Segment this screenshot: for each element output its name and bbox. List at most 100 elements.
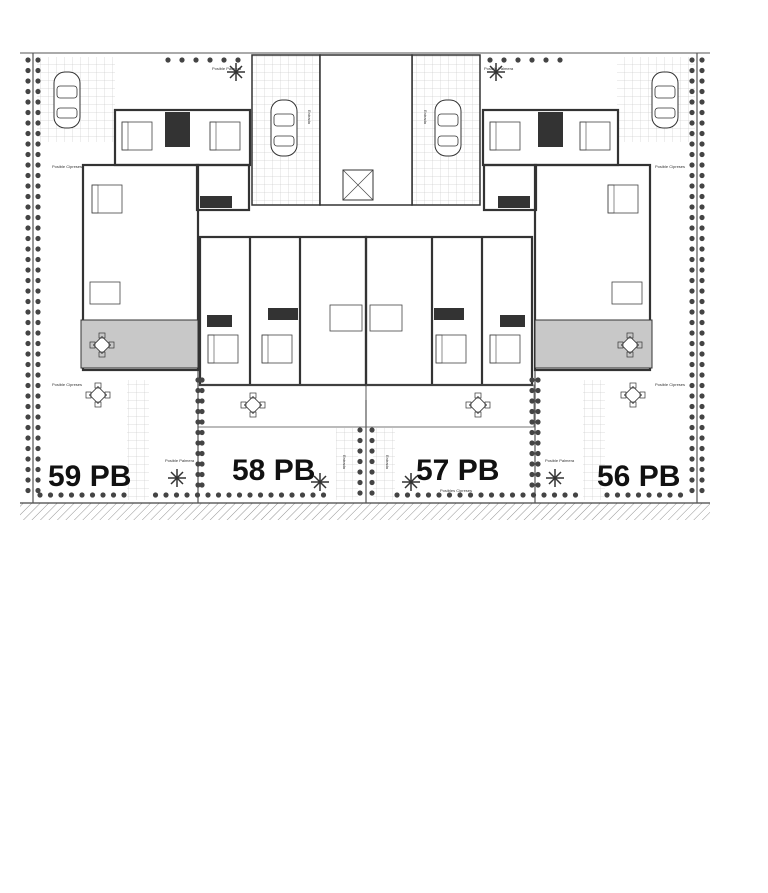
tree-dot	[25, 277, 31, 284]
tree-dot	[193, 57, 199, 63]
tree-dot	[487, 57, 493, 63]
bed-icon	[121, 121, 153, 151]
tree-dot	[667, 492, 673, 498]
annotation-palm: Posible Palmera	[212, 66, 242, 71]
tree-dot	[25, 193, 31, 200]
tree-dot	[699, 99, 705, 105]
tree-dot	[520, 492, 526, 498]
tree-dot	[699, 120, 705, 126]
tree-dot	[35, 120, 41, 126]
tree-dot	[436, 492, 442, 498]
tree-dot	[35, 172, 41, 179]
tree-dot	[689, 246, 695, 252]
tree-dot	[689, 225, 695, 231]
tree-dot	[446, 492, 453, 498]
tree-dot	[25, 456, 31, 462]
tree-dot	[635, 492, 642, 498]
tree-dot	[689, 445, 695, 452]
tree-dot	[35, 477, 41, 483]
tree-dot	[699, 57, 705, 63]
tree-dot	[25, 435, 31, 441]
tree-dot	[25, 256, 31, 263]
tree-dot	[425, 492, 432, 498]
tree-dot	[35, 456, 41, 462]
tree-dot	[199, 387, 205, 394]
tree-dot	[699, 130, 705, 137]
tree-dot	[35, 99, 41, 105]
tree-dot	[25, 57, 31, 63]
tree-dot	[25, 162, 31, 168]
tree-dot	[689, 319, 695, 326]
tree-dot	[699, 403, 705, 410]
dining-tables	[89, 281, 643, 332]
tree-dot	[195, 398, 201, 404]
tree-dot	[35, 235, 41, 242]
tree-dot	[25, 130, 31, 137]
tree-dot	[689, 151, 695, 158]
tree-dot	[89, 492, 96, 498]
tree-dot	[25, 172, 31, 179]
tree-dot	[369, 427, 375, 433]
tree-dot	[25, 204, 31, 210]
tree-dot	[47, 492, 54, 498]
bed-icon	[261, 334, 293, 364]
tree-dot	[268, 492, 274, 498]
tree-dot	[357, 490, 363, 496]
tree-dot	[25, 109, 31, 116]
unit-label-58: 58 PB	[232, 454, 315, 487]
tree-dot	[369, 448, 375, 454]
tree-dot	[357, 448, 363, 454]
tree-dot	[625, 492, 631, 498]
tree-dot	[699, 256, 705, 263]
tree-dot	[25, 141, 31, 147]
tree-dot	[215, 492, 222, 498]
tree-dot	[199, 440, 205, 446]
tree-dot	[499, 492, 505, 498]
tree-dot	[58, 492, 64, 498]
tree-dot	[195, 429, 201, 436]
tree-dot	[699, 477, 705, 483]
tree-dot	[35, 267, 41, 273]
tree-dot	[163, 492, 169, 498]
tree-dot	[68, 492, 75, 498]
tree-dot	[689, 477, 695, 483]
tree-dot	[236, 492, 243, 498]
tree-dot	[25, 403, 31, 410]
tree-dot	[25, 88, 31, 95]
annotation-cypress: Posible Cipreses	[52, 164, 82, 169]
bed-icon	[579, 121, 611, 151]
tree-dot	[35, 309, 41, 315]
tree-dot	[35, 78, 41, 84]
tree-dot	[689, 456, 695, 462]
tree-dot	[25, 330, 31, 336]
tree-dot	[35, 225, 41, 231]
tree-dot	[310, 492, 316, 498]
car-icon	[651, 71, 679, 129]
tree-dot	[646, 492, 652, 498]
tree-dot	[689, 214, 695, 221]
tree-dot	[35, 288, 41, 294]
tree-dot	[394, 492, 400, 498]
tree-dot	[535, 408, 541, 415]
tree-dot	[35, 414, 41, 420]
tree-dot	[369, 458, 375, 465]
car-icon	[53, 71, 81, 129]
tree-dot	[488, 492, 495, 498]
tree-dot	[165, 57, 171, 63]
tree-dot	[25, 78, 31, 84]
tree-dot	[535, 450, 541, 457]
tree-dot	[25, 361, 31, 368]
tree-dot	[656, 492, 663, 498]
tree-dot	[278, 492, 285, 498]
tree-dot	[357, 458, 363, 465]
tree-dot	[257, 492, 264, 498]
tree-dot	[689, 78, 695, 84]
path-tiles-57	[373, 428, 395, 500]
tree-dot	[689, 193, 695, 200]
tree-dot	[699, 246, 705, 252]
tree-dot	[110, 492, 117, 498]
tree-dot	[699, 162, 705, 168]
tree-dot	[529, 377, 535, 383]
tree-dot	[562, 492, 568, 498]
